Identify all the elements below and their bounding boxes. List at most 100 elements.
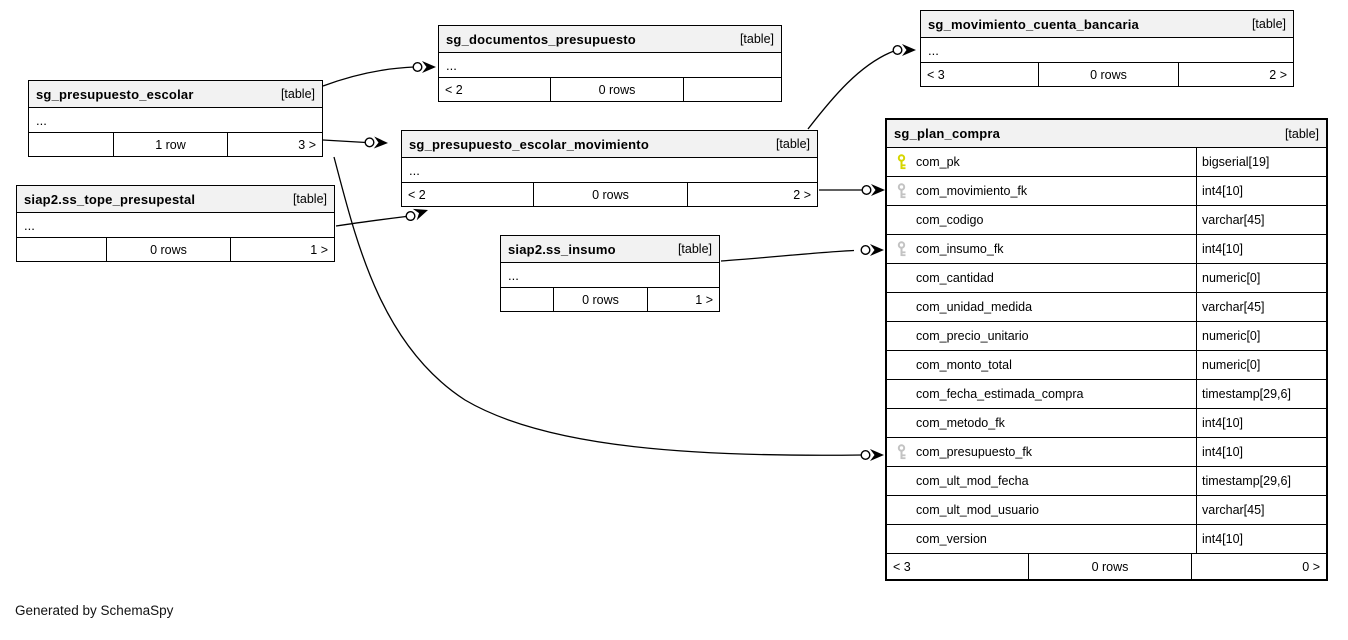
table-tag: [table] bbox=[775, 137, 810, 151]
footer-parents bbox=[29, 133, 114, 156]
schemaspy-credit: Generated by SchemaSpy bbox=[15, 603, 174, 618]
footer-children: 2 > bbox=[1269, 67, 1287, 82]
table-footer: < 3 0 rows 2 > bbox=[921, 63, 1293, 86]
table-node-sg-documentos-presupuesto: sg_documentos_presupuesto [table] ... < … bbox=[438, 25, 782, 102]
table-name[interactable]: siap2.ss_tope_presupestal bbox=[24, 191, 196, 207]
column-type: numeric[0] bbox=[1202, 329, 1261, 343]
column-row[interactable]: com_fecha_estimada_compra timestamp[29,6] bbox=[887, 380, 1326, 409]
column-type: varchar[45] bbox=[1202, 300, 1265, 314]
table-tag: [table] bbox=[280, 87, 315, 101]
table-name[interactable]: sg_presupuesto_escolar bbox=[36, 86, 194, 102]
footer-children bbox=[684, 78, 781, 101]
column-name: com_codigo bbox=[916, 213, 984, 227]
footer-rowcount: 0 rows bbox=[534, 183, 688, 206]
table-node-sg-presupuesto-escolar: sg_presupuesto_escolar [table] ... 1 row… bbox=[28, 80, 323, 157]
footer-children: 1 > bbox=[310, 242, 328, 257]
column-type: timestamp[29,6] bbox=[1202, 387, 1291, 401]
table-header[interactable]: sg_plan_compra [table] bbox=[887, 120, 1326, 148]
footer-rowcount: 0 rows bbox=[554, 288, 648, 311]
footer-parents bbox=[17, 238, 107, 261]
edge-movimiento-cuenta-bancaria bbox=[807, 44, 916, 130]
table-node-siap2-ss-tope-presupestal: siap2.ss_tope_presupestal [table] ... 0 … bbox=[16, 185, 335, 262]
table-footer: < 2 0 rows bbox=[439, 78, 781, 101]
column-name: com_pk bbox=[916, 155, 960, 169]
columns-ellipsis: ... bbox=[402, 158, 817, 183]
edge-tope-movimiento bbox=[335, 208, 428, 227]
primary-key-icon bbox=[894, 154, 908, 170]
column-name: com_ult_mod_usuario bbox=[916, 503, 1039, 517]
column-name: com_monto_total bbox=[916, 358, 1012, 372]
table-header[interactable]: sg_documentos_presupuesto [table] bbox=[439, 26, 781, 53]
foreign-key-icon bbox=[894, 241, 908, 257]
table-header[interactable]: siap2.ss_insumo [table] bbox=[501, 236, 719, 263]
table-node-sg-plan-compra: sg_plan_compra [table] com_pk bigserial[1… bbox=[885, 118, 1328, 581]
edge-insumo-plan-compra bbox=[720, 244, 884, 262]
table-header[interactable]: siap2.ss_tope_presupestal [table] bbox=[17, 186, 334, 213]
table-name[interactable]: siap2.ss_insumo bbox=[508, 241, 616, 257]
table-name[interactable]: sg_plan_compra bbox=[894, 126, 1001, 141]
table-footer: < 3 0 rows 0 > bbox=[887, 554, 1326, 579]
column-row[interactable]: com_presupuesto_fk int4[10] bbox=[887, 438, 1326, 467]
columns-ellipsis: ... bbox=[439, 53, 781, 78]
footer-parents: < 2 bbox=[439, 78, 551, 101]
column-type: int4[10] bbox=[1202, 242, 1244, 256]
table-tag: [table] bbox=[1251, 17, 1286, 31]
footer-children: 3 > bbox=[298, 137, 316, 152]
column-name: com_cantidad bbox=[916, 271, 994, 285]
column-row[interactable]: com_insumo_fk int4[10] bbox=[887, 235, 1326, 264]
column-name: com_insumo_fk bbox=[916, 242, 1004, 256]
column-name: com_metodo_fk bbox=[916, 416, 1005, 430]
column-type: varchar[45] bbox=[1202, 213, 1265, 227]
table-footer: 0 rows 1 > bbox=[17, 238, 334, 261]
table-node-siap2-ss-insumo: siap2.ss_insumo [table] ... 0 rows 1 > bbox=[500, 235, 720, 312]
footer-parents bbox=[501, 288, 554, 311]
table-footer: 0 rows 1 > bbox=[501, 288, 719, 311]
footer-children: 2 > bbox=[793, 187, 811, 202]
footer-rowcount: 0 rows bbox=[1029, 554, 1192, 579]
column-type: int4[10] bbox=[1202, 416, 1244, 430]
table-header[interactable]: sg_presupuesto_escolar [table] bbox=[29, 81, 322, 108]
column-row[interactable]: com_metodo_fk int4[10] bbox=[887, 409, 1326, 438]
column-row[interactable]: com_cantidad numeric[0] bbox=[887, 264, 1326, 293]
footer-children: 0 > bbox=[1302, 559, 1320, 574]
table-tag: [table] bbox=[1284, 126, 1319, 141]
column-row[interactable]: com_precio_unitario numeric[0] bbox=[887, 322, 1326, 351]
footer-children: 1 > bbox=[695, 292, 713, 307]
table-header[interactable]: sg_movimiento_cuenta_bancaria [table] bbox=[921, 11, 1293, 38]
column-row[interactable]: com_unidad_medida varchar[45] bbox=[887, 293, 1326, 322]
footer-parents: < 2 bbox=[402, 183, 534, 206]
column-type: int4[10] bbox=[1202, 184, 1244, 198]
column-row[interactable]: com_codigo varchar[45] bbox=[887, 206, 1326, 235]
column-type: varchar[45] bbox=[1202, 503, 1265, 517]
column-name: com_precio_unitario bbox=[916, 329, 1029, 343]
columns-ellipsis: ... bbox=[17, 213, 334, 238]
footer-parents: < 3 bbox=[921, 63, 1039, 86]
table-footer: 1 row 3 > bbox=[29, 133, 322, 156]
edge-escolar-movimiento bbox=[322, 136, 388, 149]
footer-rowcount: 1 row bbox=[114, 133, 228, 156]
footer-parents: < 3 bbox=[887, 554, 1029, 579]
column-name: com_ult_mod_fecha bbox=[916, 474, 1029, 488]
column-type: numeric[0] bbox=[1202, 271, 1261, 285]
column-name: com_presupuesto_fk bbox=[916, 445, 1033, 459]
column-type: int4[10] bbox=[1202, 445, 1244, 459]
column-name: com_unidad_medida bbox=[916, 300, 1033, 314]
table-name[interactable]: sg_documentos_presupuesto bbox=[446, 31, 636, 47]
column-row[interactable]: com_pk bigserial[19] bbox=[887, 148, 1326, 177]
table-name[interactable]: sg_movimiento_cuenta_bancaria bbox=[928, 16, 1139, 32]
foreign-key-icon bbox=[894, 444, 908, 460]
column-name: com_version bbox=[916, 532, 987, 546]
column-name: com_fecha_estimada_compra bbox=[916, 387, 1084, 401]
table-footer: < 2 0 rows 2 > bbox=[402, 183, 817, 206]
footer-rowcount: 0 rows bbox=[551, 78, 684, 101]
edge-escolar-documentos bbox=[322, 61, 436, 87]
column-row[interactable]: com_ult_mod_usuario varchar[45] bbox=[887, 496, 1326, 525]
column-type: bigserial[19] bbox=[1202, 155, 1270, 169]
table-name[interactable]: sg_presupuesto_escolar_movimiento bbox=[409, 136, 649, 152]
table-header[interactable]: sg_presupuesto_escolar_movimiento [table… bbox=[402, 131, 817, 158]
